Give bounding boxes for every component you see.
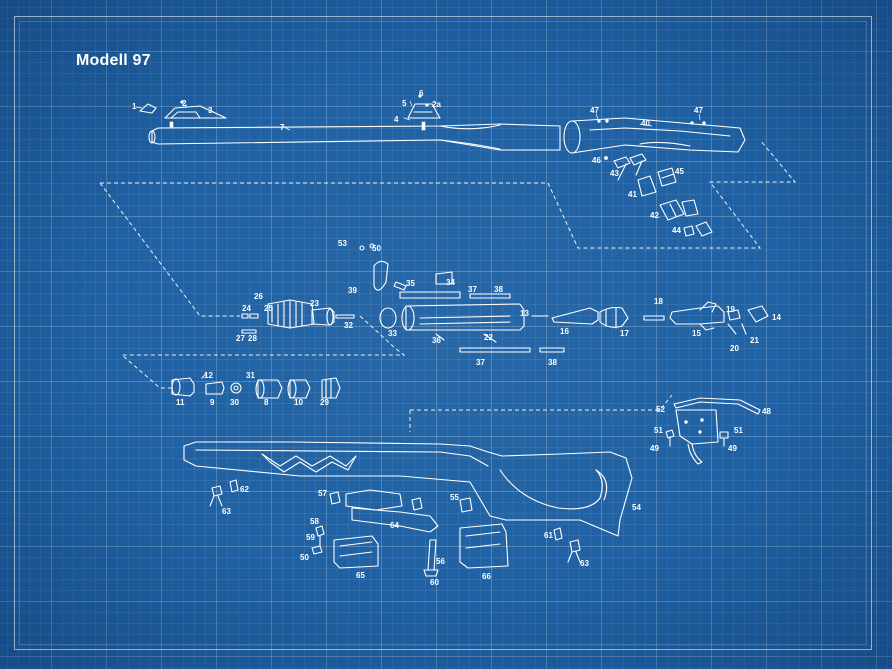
callout-65: 65	[356, 571, 365, 580]
callout-63b: 63	[580, 559, 589, 568]
callout-63a: 63	[222, 507, 231, 516]
callout-13: 13	[520, 309, 529, 318]
callout-66: 66	[482, 572, 491, 581]
callout-34: 34	[446, 278, 455, 287]
callout-40: 40	[641, 119, 650, 128]
callout-39: 39	[348, 286, 357, 295]
callout-10: 10	[294, 398, 303, 407]
callout-43: 43	[610, 169, 619, 178]
callout-60: 60	[430, 578, 439, 587]
callout-14: 14	[772, 313, 781, 322]
diagram-title: Modell 97	[76, 52, 151, 69]
callout-5: 5	[402, 99, 407, 108]
bolt-small-parts-row	[171, 373, 341, 399]
guide-action-row	[120, 315, 406, 389]
callout-33: 33	[388, 329, 397, 338]
bolt-body	[359, 243, 565, 353]
sling-swivels	[209, 479, 581, 563]
callout-20: 20	[730, 344, 739, 353]
callout-6: 6	[419, 89, 424, 98]
stock	[183, 441, 633, 537]
callout-45: 45	[675, 167, 684, 176]
front-sight	[139, 100, 227, 128]
callout-15: 15	[692, 329, 701, 338]
callout-41: 41	[628, 190, 637, 199]
callout-3: 3	[208, 106, 213, 115]
guide-barrel-to-action	[100, 139, 797, 249]
callout-36: 36	[432, 336, 441, 345]
rear-sight	[407, 94, 441, 131]
callout-25: 25	[264, 304, 273, 313]
callout-labels: 1 2 3 7 6 5 2a 4 47 47 40 46 43 45 41 42…	[132, 89, 781, 587]
callout-35: 35	[406, 279, 415, 288]
callout-48: 48	[762, 407, 771, 416]
callout-50: 50	[372, 244, 381, 253]
firing-pin-assembly	[551, 301, 769, 335]
callout-28: 28	[248, 334, 257, 343]
callout-38a: 38	[494, 285, 503, 294]
callout-53: 53	[338, 239, 347, 248]
trigger-assembly	[665, 397, 761, 465]
callout-47b: 47	[694, 106, 703, 115]
callout-52: 52	[656, 405, 665, 414]
receiver-tube	[563, 117, 746, 154]
callout-2a: 2a	[432, 100, 441, 109]
callout-1: 1	[132, 102, 137, 111]
callout-59: 59	[306, 533, 315, 542]
callout-16: 16	[560, 327, 569, 336]
callout-51b: 51	[734, 426, 743, 435]
callout-30: 30	[230, 398, 239, 407]
callout-7: 7	[280, 123, 285, 132]
callout-58: 58	[310, 517, 319, 526]
callout-38b: 38	[548, 358, 557, 367]
callout-2: 2	[182, 99, 187, 108]
callout-57: 57	[318, 489, 327, 498]
callout-37b: 37	[476, 358, 485, 367]
callout-19: 19	[726, 305, 735, 314]
callout-23: 23	[310, 299, 319, 308]
barrel	[148, 123, 561, 151]
callout-61: 61	[544, 531, 553, 540]
callout-50b: 50	[300, 553, 309, 562]
callout-22: 22	[484, 333, 493, 342]
callout-27: 27	[236, 334, 245, 343]
guide-trigger	[410, 394, 673, 411]
callout-8: 8	[264, 398, 269, 407]
callout-29: 29	[320, 398, 329, 407]
callout-51a: 51	[654, 426, 663, 435]
callout-49a: 49	[650, 444, 659, 453]
callout-44: 44	[672, 226, 681, 235]
guide-barrel-left	[99, 182, 240, 317]
callout-4: 4	[394, 115, 399, 124]
callout-31: 31	[246, 371, 255, 380]
callout-18: 18	[654, 297, 663, 306]
blueprint-frame	[14, 16, 872, 650]
callout-17: 17	[620, 329, 629, 338]
callout-26: 26	[254, 292, 263, 301]
callout-64: 64	[390, 521, 399, 530]
scope-mount-parts	[604, 153, 713, 237]
callout-55: 55	[450, 493, 459, 502]
callout-62: 62	[240, 485, 249, 494]
callout-47a: 47	[590, 106, 599, 115]
callout-46: 46	[592, 156, 601, 165]
callout-9: 9	[210, 398, 215, 407]
callout-37a: 37	[468, 285, 477, 294]
bolt-head-assembly	[241, 299, 355, 334]
callout-24: 24	[242, 304, 251, 313]
callout-42: 42	[650, 211, 659, 220]
callout-32: 32	[344, 321, 353, 330]
callout-49b: 49	[728, 444, 737, 453]
callout-56: 56	[436, 557, 445, 566]
callout-21: 21	[750, 336, 759, 345]
callout-12: 12	[204, 371, 213, 380]
leader-lines	[135, 100, 701, 131]
callout-11: 11	[176, 398, 185, 407]
blueprint-frame-inner	[19, 21, 867, 645]
callout-54: 54	[632, 503, 641, 512]
magazine-well-parts	[311, 489, 509, 577]
